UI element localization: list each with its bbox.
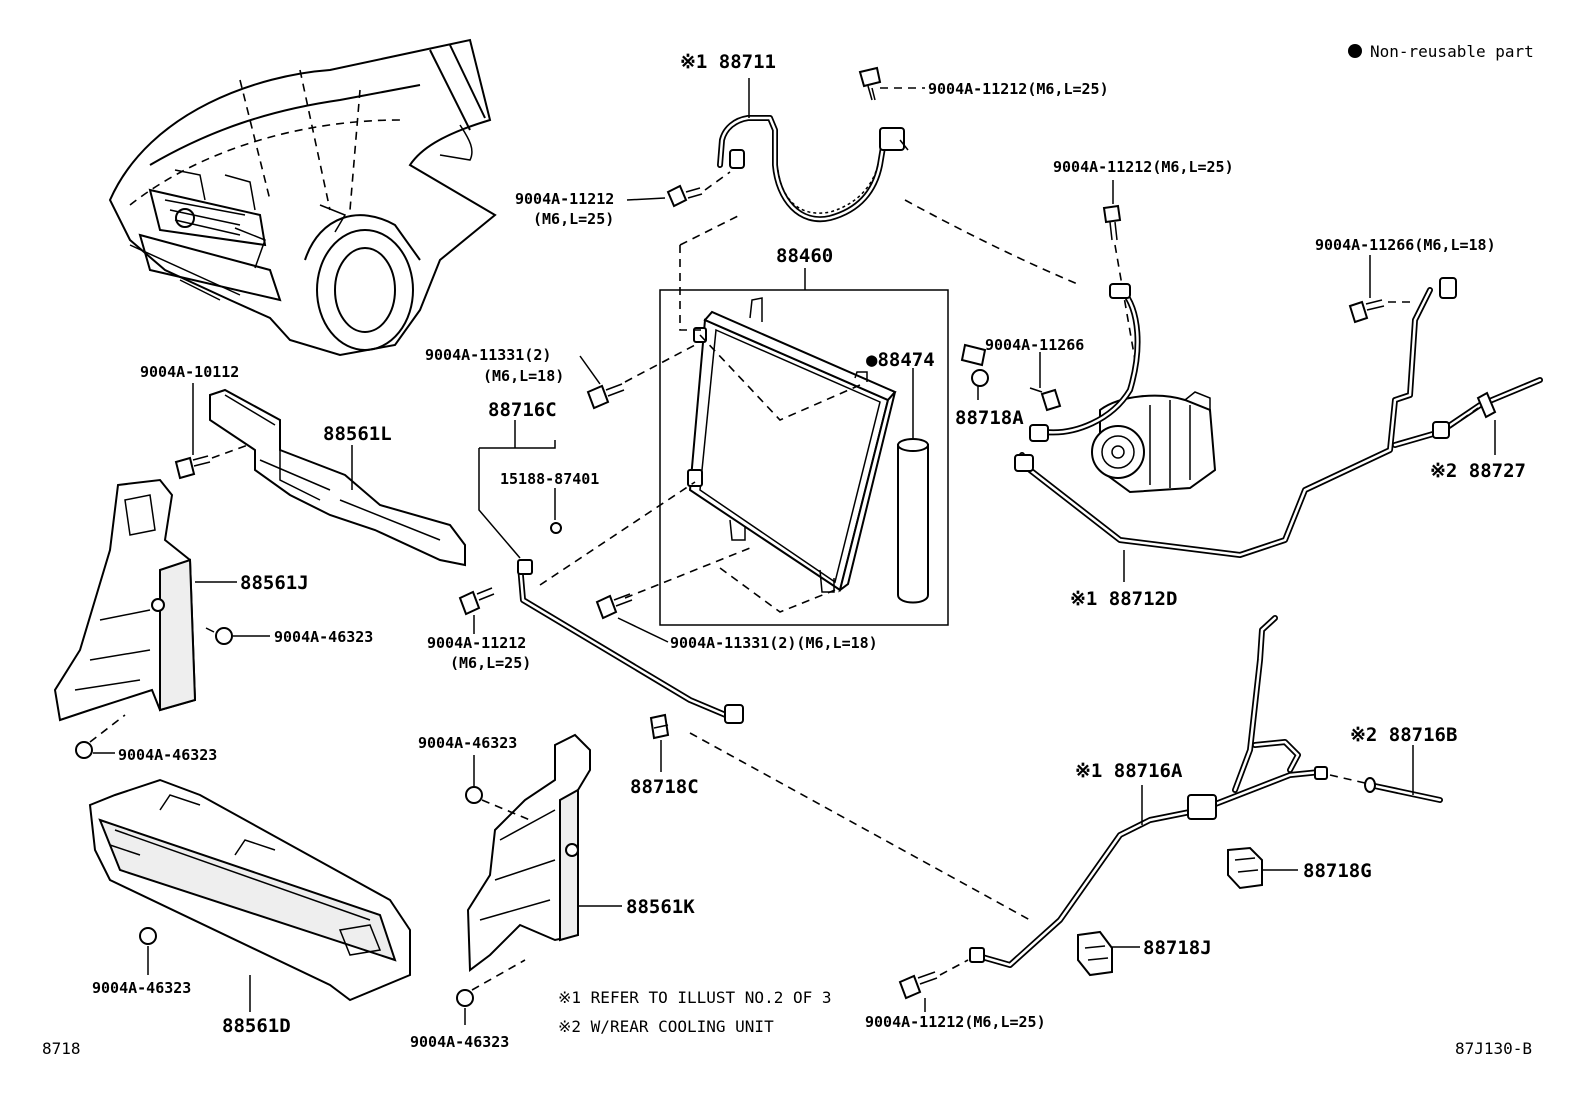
seal-88561D — [88, 778, 411, 1002]
label-9004A-46323-a: 9004A-46323 — [274, 628, 373, 646]
bolt-9004A-10112 — [174, 455, 211, 480]
clip-9004A-46323-d — [465, 786, 483, 804]
label-88711: ※1 88711 — [680, 51, 776, 73]
label-9004A-11212-left-2: (M6,L=25) — [533, 210, 614, 228]
label-15188-87401: 15188-87401 — [500, 470, 599, 488]
discharge-hose-88711 — [717, 115, 909, 223]
label-88718J: 88718J — [1143, 937, 1212, 959]
clamp-88718C — [649, 713, 670, 740]
footer-right-code: 87J130-B — [1455, 1039, 1532, 1058]
suction-tube-88712D — [1014, 277, 1543, 558]
seal-88561L — [209, 388, 466, 567]
clamp-88718G — [1227, 846, 1263, 890]
label-9004A-46323-b: 9004A-46323 — [118, 746, 217, 764]
condenser-88460 — [687, 297, 897, 593]
bolt-9004A-11212-bottom — [898, 971, 938, 1000]
label-88718G: 88718G — [1303, 860, 1372, 882]
label-88727: ※2 88727 — [1430, 460, 1526, 482]
label-9004A-46323-e: 9004A-46323 — [410, 1033, 509, 1051]
label-88561J: 88561J — [240, 572, 309, 594]
tube-88716B — [1364, 777, 1443, 803]
seal-88561J — [53, 478, 197, 722]
label-9004A-10112: 9004A-10112 — [140, 363, 239, 381]
label-88716B: ※2 88716B — [1350, 724, 1457, 746]
condenser-assembly-frame — [659, 289, 949, 626]
label-9004A-11331-upper-1: 9004A-11331(2) — [425, 346, 551, 364]
liquid-tube-88716C — [517, 522, 744, 724]
bolt-9004A-11266-right — [1348, 299, 1385, 324]
label-88716C: 88716C — [488, 399, 557, 421]
label-88561D: 88561D — [222, 1015, 291, 1037]
label-9004A-11331-lower: 9004A-11331(2)(M6,L=18) — [670, 634, 878, 652]
label-9004A-11331-upper-2: (M6,L=18) — [483, 367, 564, 385]
clamp-88718A — [960, 343, 989, 387]
seal-88561K — [466, 733, 591, 972]
label-9004A-11212-mid-2: (M6,L=25) — [450, 654, 531, 672]
label-9004A-46323-c: 9004A-46323 — [92, 979, 191, 997]
clip-9004A-46323-c — [139, 927, 157, 945]
label-88716A: ※1 88716A — [1075, 760, 1183, 782]
clip-9004A-46323-e — [456, 989, 474, 1007]
bolt-9004A-11212-left — [666, 184, 703, 208]
clip-9004A-46323-b — [75, 741, 93, 759]
bolt-9004A-11212-right — [1102, 204, 1122, 241]
label-88460: 88460 — [776, 245, 833, 267]
note-1: ※1 REFER TO ILLUST NO.2 OF 3 — [558, 988, 832, 1007]
note-2: ※2 W/REAR COOLING UNIT — [558, 1017, 774, 1036]
bolt-9004A-11212-mid — [458, 587, 495, 616]
label-9004A-11266-right: 9004A-11266(M6,L=18) — [1315, 236, 1496, 254]
compressor — [1091, 391, 1217, 494]
legend: Non-reusable part — [1348, 42, 1534, 61]
non-reusable-dot-icon — [1348, 44, 1362, 58]
legend-text: Non-reusable part — [1370, 42, 1534, 61]
clip-9004A-46323-a — [205, 627, 233, 645]
label-9004A-11212-bottom: 9004A-11212(M6,L=25) — [865, 1013, 1046, 1031]
label-88474: ●88474 — [866, 349, 935, 371]
label-88561K: 88561K — [626, 896, 695, 918]
vehicle-overview-illustration — [108, 38, 497, 357]
label-9004A-11212-top: 9004A-11212(M6,L=25) — [928, 80, 1109, 98]
label-9004A-11212-left-1: 9004A-11212 — [515, 190, 614, 208]
clamp-88718J — [1077, 930, 1113, 977]
label-88561L: 88561L — [323, 423, 392, 445]
bolt-9004A-11331-lower — [595, 593, 633, 620]
label-88718C: 88718C — [630, 776, 699, 798]
label-9004A-11212-right: 9004A-11212(M6,L=25) — [1053, 158, 1234, 176]
label-88712D: ※1 88712D — [1070, 588, 1177, 610]
label-9004A-11212-mid-1: 9004A-11212 — [427, 634, 526, 652]
liquid-tube-88716A — [969, 615, 1328, 968]
label-9004A-11266-mid: 9004A-11266 — [985, 336, 1084, 354]
footer-left-code: 8718 — [42, 1039, 81, 1058]
bolt-9004A-11212-top — [858, 66, 882, 101]
bolt-9004A-11266-mid — [1029, 387, 1062, 412]
bolt-9004A-11331-upper — [586, 383, 625, 410]
receiver-dryer-88474 — [897, 438, 929, 604]
label-9004A-46323-d: 9004A-46323 — [418, 734, 517, 752]
label-88718A: 88718A — [955, 407, 1024, 429]
